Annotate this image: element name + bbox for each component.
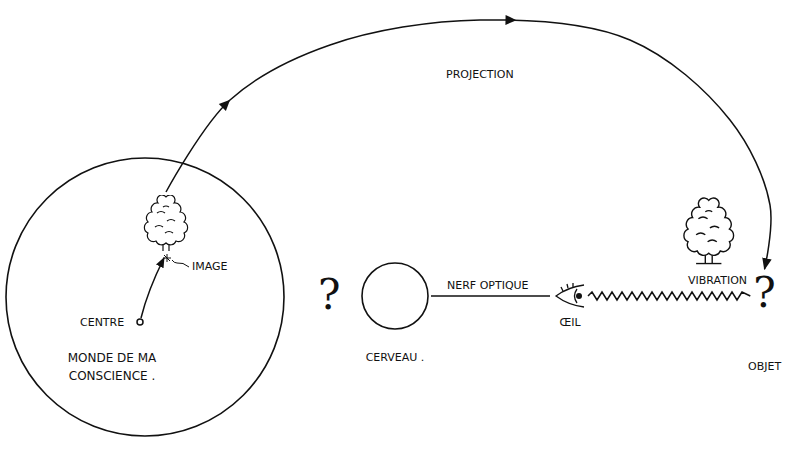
consciousness-circle: MONDE DE MA CONSCIENCE . IMAGE [5, 157, 285, 437]
direction-arrow [505, 15, 516, 25]
brain-circle: CERVEAU . [360, 261, 430, 364]
node-label: ŒIL [559, 316, 580, 329]
vibration-wave [588, 292, 750, 300]
question-mark: ? [753, 272, 776, 314]
direction-arrow [219, 96, 234, 111]
node-label: IMAGE [192, 260, 242, 273]
image-tree [144, 195, 187, 251]
projection-arc [166, 20, 771, 269]
eye-symbol [553, 282, 587, 310]
connector-label: PROJECTION [446, 68, 514, 81]
label-slot: CENTRE [80, 316, 124, 329]
eye-symbol: ŒIL [553, 282, 587, 329]
brain-circle [362, 263, 428, 329]
label-slot: PROJECTION [446, 68, 514, 81]
connector-label: NERF OPTIQUE [447, 279, 529, 292]
label-slot: VIBRATION [688, 274, 747, 287]
brain-circle [360, 261, 430, 331]
question-mark: ? [318, 274, 341, 316]
label-slot: ? [318, 274, 341, 316]
object-mark: ? OBJET [748, 272, 781, 373]
image-tree: IMAGE [141, 195, 191, 266]
point-label: CENTRE [80, 316, 124, 329]
node-label: MONDE DE MA CONSCIENCE . [57, 349, 167, 385]
centre-point [137, 319, 143, 325]
centre-arrow [141, 258, 164, 318]
image-tree [141, 195, 191, 253]
node-label: CERVEAU . [366, 351, 425, 364]
node-sublabel: OBJET [748, 360, 781, 373]
image-leader [172, 260, 189, 267]
label-slot: NERF OPTIQUE [447, 279, 529, 292]
object-tree [684, 198, 734, 264]
nerve-line [431, 295, 550, 297]
consciousness-outline [6, 158, 284, 436]
consciousness-outline [5, 157, 285, 437]
connector-label: VIBRATION [688, 274, 747, 287]
image-star [163, 254, 171, 262]
